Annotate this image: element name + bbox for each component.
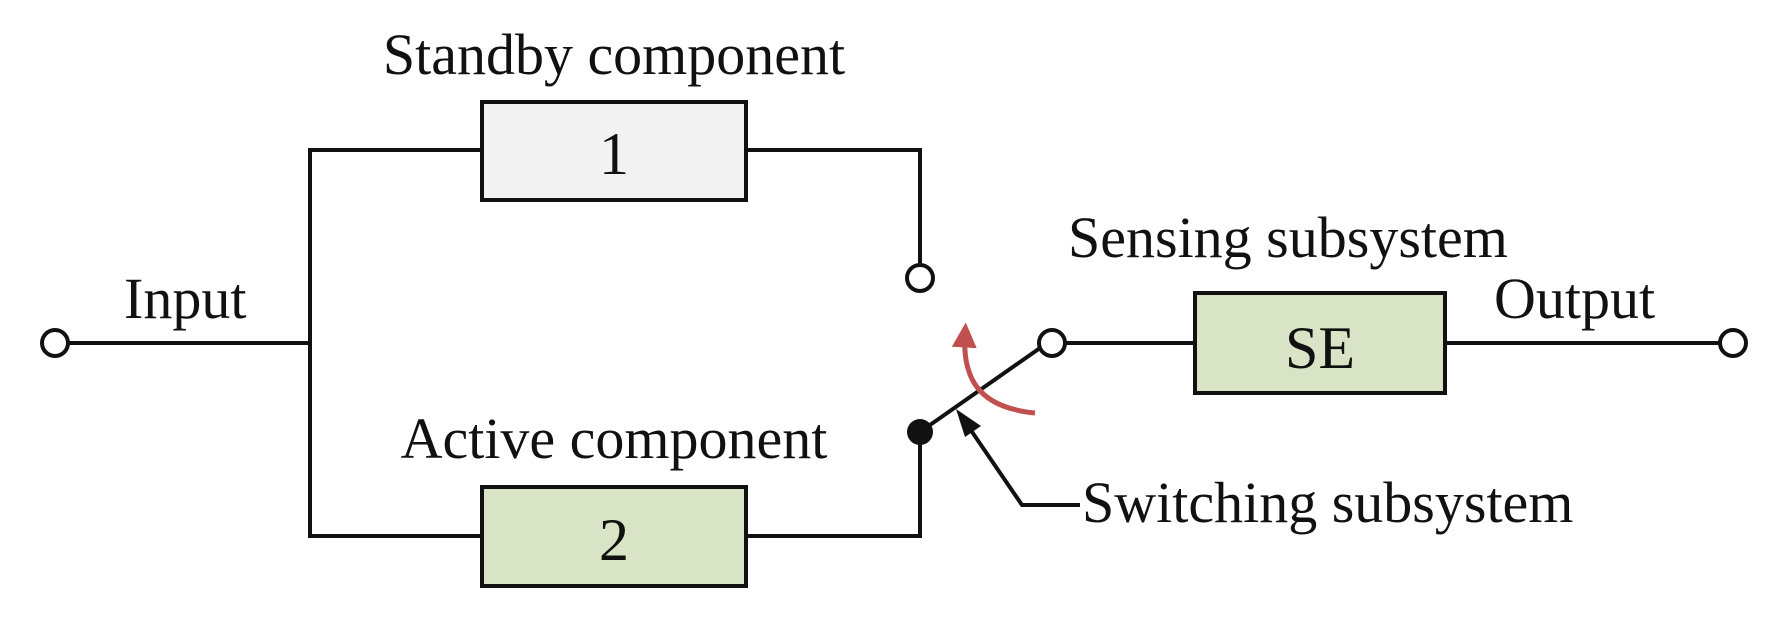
standby-component-number: 1 (599, 121, 629, 187)
output-label: Output (1494, 266, 1655, 331)
sensing-subsystem-label: Sensing subsystem (1068, 205, 1508, 270)
active-component-box (480, 485, 748, 588)
switch-output-terminal (1037, 328, 1067, 358)
standby-wire-out (744, 148, 922, 265)
standby-component-box (480, 100, 748, 202)
switch-rotation-arrow (951, 322, 1036, 416)
standby-contact-terminal (905, 263, 935, 293)
active-component-label: Active component (401, 406, 828, 471)
standby-component-label: Standby component (383, 22, 845, 87)
input-terminal (40, 328, 70, 358)
switching-pointer-line (965, 423, 1080, 507)
input-label: Input (124, 266, 246, 331)
switching-pointer-arrowhead (956, 409, 981, 437)
active-component-number: 2 (599, 507, 629, 573)
output-terminal (1718, 328, 1748, 358)
switching-subsystem-label: Switching subsystem (1082, 470, 1573, 535)
sensing-subsystem-id: SE (1285, 315, 1355, 381)
active-wire-out (744, 430, 922, 538)
